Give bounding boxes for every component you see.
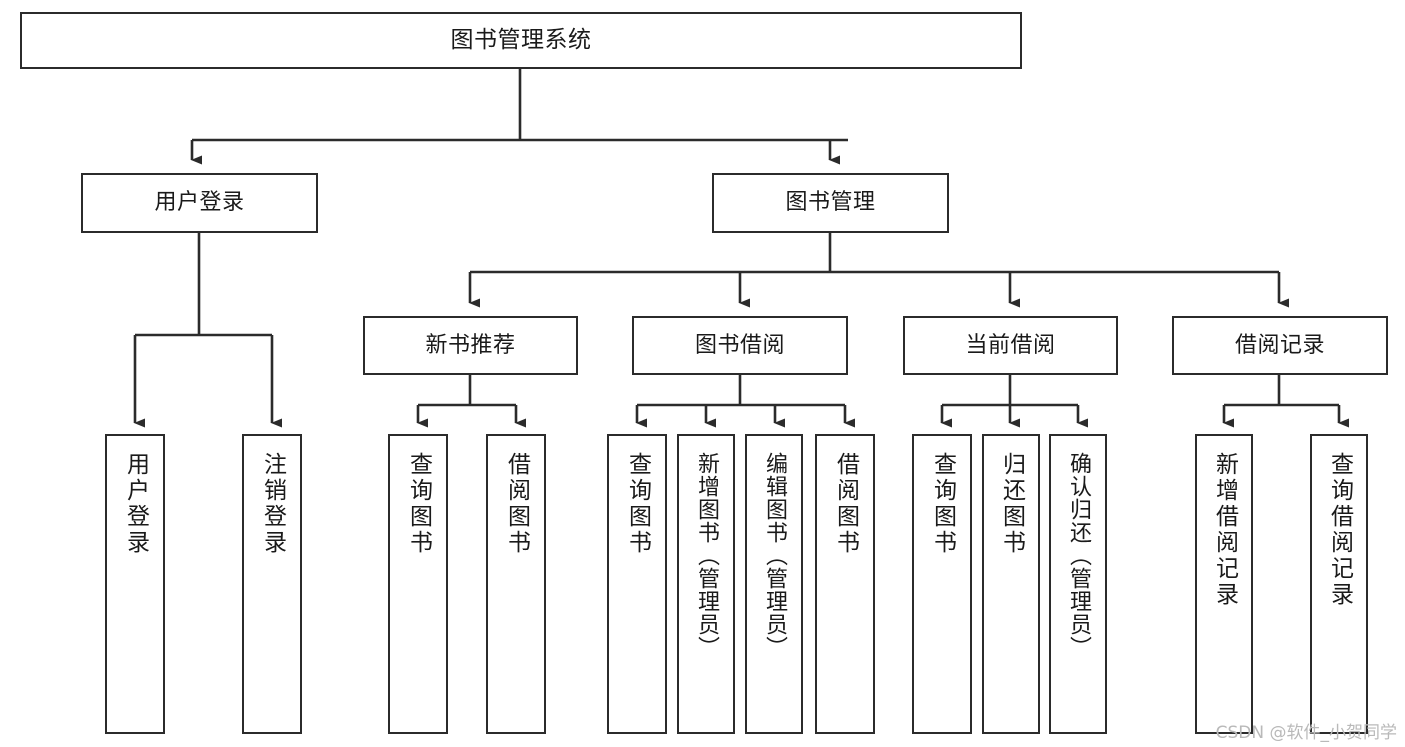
node-leaf-query-books-current[interactable]: 查询图书	[912, 434, 972, 734]
node-leaf-query-borrow-record[interactable]: 查询借阅记录	[1310, 434, 1368, 734]
node-current-borrowing[interactable]: 当前借阅	[903, 316, 1118, 375]
node-label: 查询图书	[405, 452, 432, 556]
node-label: 查询图书	[624, 452, 651, 556]
node-leaf-logout[interactable]: 注销登录	[242, 434, 302, 734]
node-borrowing-record[interactable]: 借阅记录	[1172, 316, 1388, 375]
node-label: 确认归还（管理员）	[1066, 452, 1091, 659]
node-label: 新书推荐	[425, 332, 516, 358]
node-label: 借阅记录	[1234, 332, 1325, 358]
node-leaf-query-books-borrow[interactable]: 查询图书	[607, 434, 667, 734]
node-label: 新增借阅记录	[1211, 452, 1238, 608]
node-label: 新增图书（管理员）	[694, 452, 719, 659]
node-leaf-user-login[interactable]: 用户登录	[105, 434, 165, 734]
node-label: 注销登录	[259, 452, 286, 556]
node-book-management[interactable]: 图书管理	[712, 173, 949, 233]
node-leaf-borrow-books[interactable]: 借阅图书	[815, 434, 875, 734]
node-label: 当前借阅	[965, 332, 1056, 358]
node-label: 借阅图书	[832, 452, 859, 556]
node-label: 归还图书	[998, 452, 1025, 556]
node-new-book-recommendation[interactable]: 新书推荐	[363, 316, 578, 375]
node-leaf-edit-book-admin[interactable]: 编辑图书（管理员）	[745, 434, 803, 734]
node-leaf-borrow-books-recommend[interactable]: 借阅图书	[486, 434, 546, 734]
node-user-login[interactable]: 用户登录	[81, 173, 318, 233]
node-leaf-add-borrow-record[interactable]: 新增借阅记录	[1195, 434, 1253, 734]
node-leaf-query-books-recommend[interactable]: 查询图书	[388, 434, 448, 734]
node-label: 查询借阅记录	[1326, 452, 1353, 608]
node-label: 借阅图书	[503, 452, 530, 556]
node-root-book-management-system[interactable]: 图书管理系统	[20, 12, 1022, 69]
node-label: 图书管理系统	[450, 27, 592, 53]
node-book-borrowing[interactable]: 图书借阅	[632, 316, 848, 375]
node-label: 用户登录	[122, 452, 149, 556]
node-leaf-return-books[interactable]: 归还图书	[982, 434, 1040, 734]
node-leaf-confirm-return-admin[interactable]: 确认归还（管理员）	[1049, 434, 1107, 734]
node-label: 编辑图书（管理员）	[762, 452, 787, 659]
node-label: 图书借阅	[694, 332, 785, 358]
node-leaf-add-book-admin[interactable]: 新增图书（管理员）	[677, 434, 735, 734]
node-label: 查询图书	[929, 452, 956, 556]
node-label: 用户登录	[154, 190, 245, 215]
node-label: 图书管理	[785, 190, 876, 215]
